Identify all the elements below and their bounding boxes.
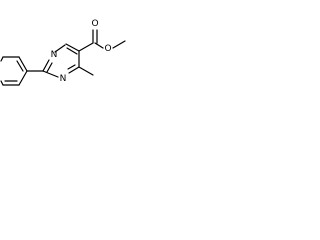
- pyrimidine-bond-n1-c6: [54, 44, 66, 53]
- pyrimidine-double-c4-n3: [67, 64, 76, 70]
- pyrimidine-double-c6-c5: [66, 47, 78, 55]
- nitrogen-top-label: N: [51, 50, 58, 60]
- phenyl-bond-left-top: [0, 56, 4, 62]
- methyl-bond: [78, 66, 94, 76]
- nitrogen-bottom-label: N: [60, 74, 67, 84]
- molecule-drawing: N N O O: [0, 19, 126, 86]
- ester-c5-carbonyl-bond: [78, 42, 94, 52]
- ether-oxygen-label: O: [104, 44, 111, 54]
- phenyl-bond-left-bottom: [0, 80, 4, 86]
- phenyl-double-1: [16, 60, 24, 72]
- pyrimidine-double-c2-n1: [46, 62, 53, 73]
- phenyl-ring: [0, 56, 28, 86]
- atom-labels: N N O O: [51, 19, 112, 84]
- ester-o-methyl-bond: [112, 40, 126, 49]
- pyrimidine-ring: [42, 43, 80, 78]
- pyrimidine-bond-c2-n1: [42, 59, 50, 72]
- ester-group: [78, 29, 126, 52]
- carbonyl-oxygen-label: O: [91, 19, 98, 29]
- phenyl-bond-a: [18, 70, 28, 86]
- pyrimidine-bond-c6-c5: [65, 43, 80, 52]
- ester-c-o-bond: [94, 42, 104, 49]
- chemical-structure-canvas: N N O O: [0, 0, 128, 102]
- pyrimidine-bond-c4-n3: [68, 66, 80, 74]
- phenyl-bond-1: [18, 56, 28, 72]
- pyrimidine-bond-n3-c2: [42, 70, 59, 78]
